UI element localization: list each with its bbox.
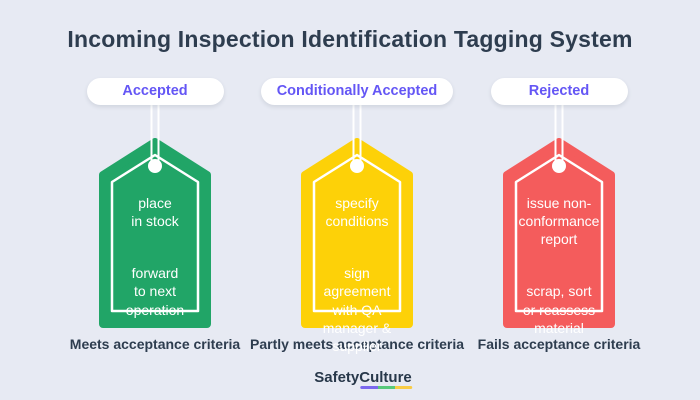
- tag-instructions: specify conditions sign agreement with Q…: [281, 176, 433, 374]
- tag-instruction-1: issue non- conformance report: [518, 194, 600, 248]
- tag-shape-icon: [503, 137, 615, 328]
- tag-conditionally-accepted: specify conditions sign agreement with Q…: [301, 137, 413, 354]
- tag-body: [99, 137, 211, 328]
- tag-inner-border: [110, 153, 200, 312]
- column-accepted: Accepted place in stock forward to next …: [55, 78, 255, 352]
- tag-string: [352, 100, 362, 162]
- tag-body: [503, 137, 615, 328]
- logo-text-culture: Culture: [359, 369, 412, 386]
- tag-rejected: issue non- conformance report scrap, sor…: [503, 137, 615, 336]
- tag-accepted: place in stock forward to next operation: [99, 137, 211, 328]
- tag-instruction-2: scrap, sort or reassess material: [522, 283, 596, 336]
- status-pill-rejected: Rejected: [490, 78, 628, 105]
- tag-instruction-1: specify conditions: [325, 194, 389, 229]
- tag-shape-icon: [99, 137, 211, 328]
- page-title: Incoming Inspection Identification Taggi…: [67, 26, 633, 52]
- tag-instructions: place in stock forward to next operation: [79, 176, 231, 338]
- tag-string: [554, 100, 564, 162]
- status-pill-conditionally-accepted: Conditionally Accepted: [260, 78, 454, 105]
- column-conditionally-accepted: Conditionally Accepted specify condition…: [250, 78, 464, 354]
- tag-instruction-2: forward to next operation: [125, 265, 185, 318]
- tag-body: [301, 137, 413, 328]
- column-rejected: Rejected issue non- conformance report s…: [459, 78, 659, 352]
- tag-inner-border: [312, 153, 402, 312]
- tag-hole-icon: [350, 158, 364, 173]
- tag-instruction-2: sign agreement with QA manager & supplie…: [322, 265, 392, 354]
- tag-instructions: issue non- conformance report scrap, sor…: [483, 176, 635, 356]
- logo-underline: [360, 386, 412, 389]
- tag-shape-icon: [301, 137, 413, 328]
- tag-hole-icon: [552, 158, 566, 173]
- tag-string: [150, 100, 160, 162]
- criteria-caption: Meets acceptance criteria: [69, 335, 241, 352]
- logo-text-culture-wrap: Culture: [359, 369, 412, 389]
- criteria-caption: Partly meets acceptance criteria: [250, 335, 465, 352]
- tag-hole-icon: [148, 158, 162, 173]
- tag-inner-border: [514, 153, 604, 312]
- tag-columns: Accepted place in stock forward to next …: [7, 78, 700, 354]
- logo-text-safety: Safety: [314, 369, 360, 386]
- criteria-caption: Fails acceptance criteria: [477, 335, 641, 352]
- status-pill-accepted: Accepted: [86, 78, 224, 105]
- tag-instruction-1: place in stock: [131, 194, 179, 229]
